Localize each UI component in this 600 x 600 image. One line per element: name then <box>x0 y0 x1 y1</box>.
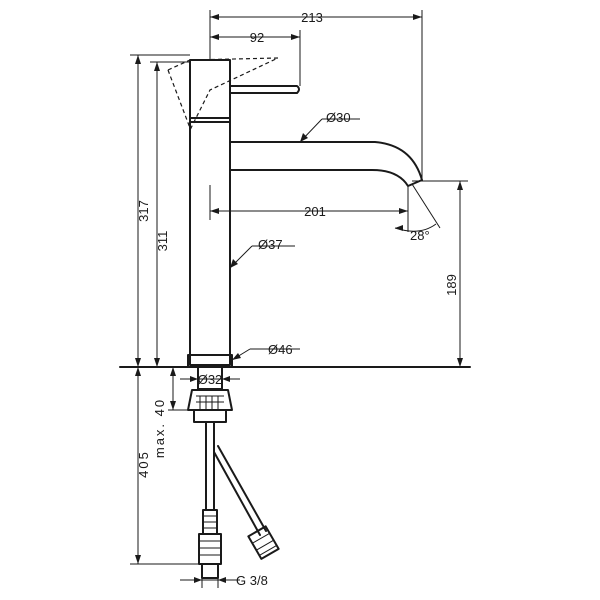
dim-lever-reach: 92 <box>210 30 301 86</box>
label-thread-dia: Ø32 <box>198 372 223 387</box>
dim-max-thickness: max. 40 <box>152 367 190 458</box>
label-lever-reach: 92 <box>250 30 264 45</box>
label-body-dia: Ø37 <box>258 237 283 252</box>
faucet-base <box>119 354 471 368</box>
dim-spout-reach: 201 <box>209 185 408 220</box>
label-height-total: 317 <box>136 200 151 222</box>
lever-handle <box>167 57 300 131</box>
label-spout-reach: 201 <box>304 204 326 219</box>
label-spout-height: 189 <box>444 274 459 296</box>
dim-height-body: 311 <box>150 61 190 367</box>
label-spout-angle: 28° <box>410 228 430 243</box>
dim-body-dia: Ø37 <box>229 237 295 269</box>
dim-spout-height: 189 <box>412 180 468 367</box>
mounting-hardware <box>187 366 233 423</box>
dim-connection: G 3/8 <box>180 570 268 588</box>
dim-total-width: 213 <box>209 10 423 180</box>
label-total-width: 213 <box>301 10 323 25</box>
label-spout-dia: Ø30 <box>326 110 351 125</box>
dim-spout-angle: 28° <box>394 183 441 243</box>
label-hose-length: 405 <box>136 450 151 478</box>
label-height-body: 311 <box>155 231 170 252</box>
dim-hose-length: 405 <box>130 366 199 565</box>
supply-hoses <box>198 421 280 579</box>
dim-height-total: 317 <box>130 54 190 367</box>
spout <box>229 141 423 187</box>
dim-spout-dia: Ø30 <box>299 110 360 143</box>
dim-base-dia: Ø46 <box>231 342 300 361</box>
label-connection: G 3/8 <box>236 573 268 588</box>
label-base-dia: Ø46 <box>268 342 293 357</box>
label-max-thickness: max. 40 <box>152 398 167 458</box>
dim-thread-dia: Ø32 <box>180 372 240 387</box>
